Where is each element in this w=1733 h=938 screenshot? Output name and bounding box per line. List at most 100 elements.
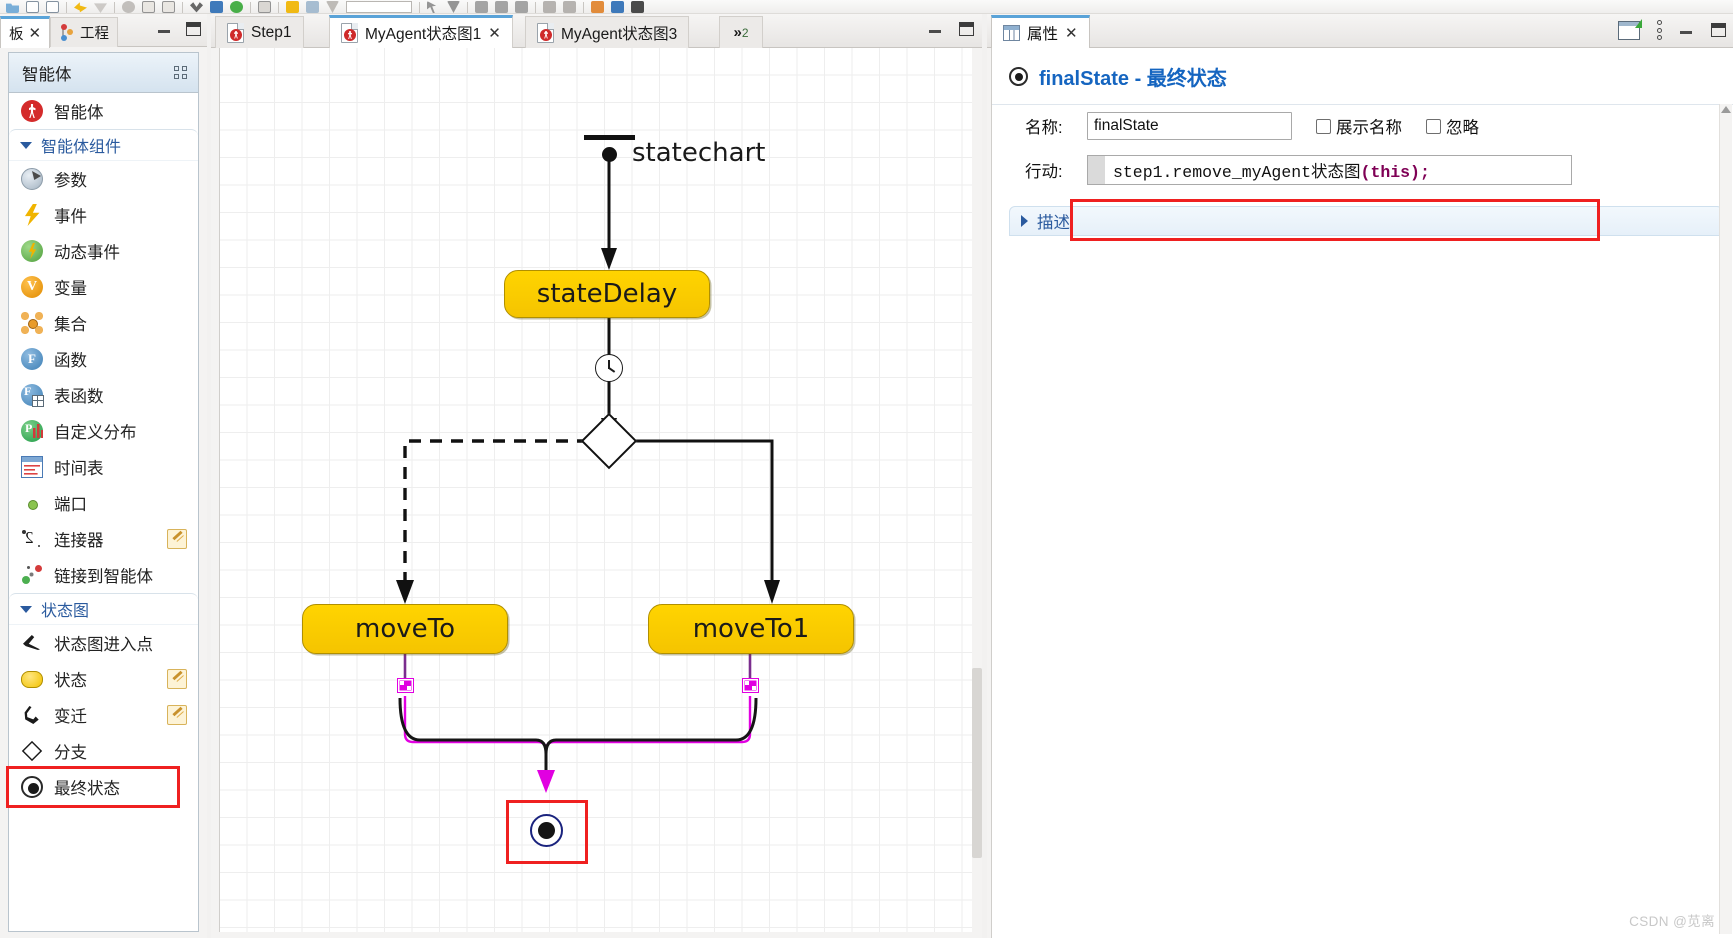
palette-item-custom-distribution[interactable]: 自定义分布 (9, 413, 198, 449)
close-icon[interactable]: ✕ (488, 24, 501, 42)
build-icon[interactable] (286, 1, 299, 13)
tab-palette[interactable]: 板 ✕ (0, 16, 51, 48)
palette-item-link-to-agent[interactable]: 链接到智能体 (9, 557, 198, 593)
link-icon[interactable] (122, 1, 135, 13)
maximize-icon[interactable] (186, 22, 201, 36)
checkbox-icon[interactable] (1426, 118, 1441, 134)
edit-pencil-icon[interactable] (167, 705, 187, 725)
edit-pencil-icon[interactable] (167, 669, 187, 689)
paste-icon[interactable] (162, 1, 175, 13)
state-node-statedelay[interactable]: stateDelay (504, 270, 710, 318)
zoom-input[interactable] (346, 1, 412, 13)
palette-item-port[interactable]: 端口 (9, 485, 198, 521)
palette-item-transition[interactable]: 变迁 (9, 697, 198, 733)
palette-item-parameter[interactable]: 参数 (9, 161, 198, 197)
image2-icon[interactable] (46, 1, 59, 13)
properties-vertical-scrollbar[interactable] (1719, 104, 1732, 934)
main-toolbar[interactable] (0, 0, 1733, 14)
ignore-checkbox[interactable]: 忽略 (1426, 114, 1479, 138)
collection-icon (21, 312, 43, 334)
align-grid-icon[interactable] (475, 1, 488, 13)
description-section[interactable]: 描述 (1009, 206, 1723, 236)
close-icon[interactable]: ✕ (28, 25, 42, 42)
marquee-icon[interactable] (447, 1, 460, 13)
stop-icon[interactable] (258, 1, 271, 13)
final-state-node[interactable] (530, 814, 563, 847)
statechart-entry-bar[interactable] (584, 135, 635, 140)
palette-item-schedule[interactable]: 时间表 (9, 449, 198, 485)
palette-item-event[interactable]: 事件 (9, 197, 198, 233)
palette-item-state[interactable]: 状态 (9, 661, 198, 697)
open-icon[interactable] (6, 3, 19, 13)
palette-item-branch[interactable]: 分支 (9, 733, 198, 769)
run-icon[interactable] (230, 1, 243, 13)
close-icon[interactable]: ✕ (1065, 24, 1078, 42)
tab-myagent-statechart3[interactable]: MyAgent状态图3 (525, 16, 690, 48)
select-icon[interactable] (326, 1, 339, 13)
palette-item-agent[interactable]: 智能体 (9, 93, 198, 129)
copy-icon[interactable] (142, 1, 155, 13)
palette-item-variable[interactable]: 变量 (9, 269, 198, 305)
maximize-icon[interactable] (1711, 23, 1726, 37)
minimize-icon[interactable] (1679, 24, 1694, 37)
tab-myagent-statechart1[interactable]: MyAgent状态图1 ✕ (329, 15, 513, 48)
action-code-input[interactable]: step1.remove_myAgent状态图(this); (1087, 155, 1572, 185)
edit-pencil-icon[interactable] (167, 529, 187, 549)
clock-icon[interactable] (595, 354, 623, 382)
distribute-icon[interactable] (543, 1, 556, 13)
open-in-new-window-icon[interactable] (1618, 18, 1642, 40)
port-icon[interactable] (742, 678, 759, 693)
palette-section-agent-components[interactable]: 智能体组件 (9, 129, 198, 161)
image-icon[interactable] (26, 1, 39, 13)
palette-item-connector[interactable]: 连接器 (9, 521, 198, 557)
chart-icon[interactable] (210, 1, 223, 13)
palette-item-function[interactable]: 函数 (9, 341, 198, 377)
name-input[interactable] (1087, 112, 1292, 140)
tab-step1[interactable]: Step1 (215, 16, 304, 48)
group-icon[interactable] (563, 1, 576, 13)
palette-item-label: 表函数 (54, 388, 104, 406)
view-menu-icon[interactable] (1657, 20, 1662, 40)
state-node-moveto1[interactable]: moveTo1 (648, 604, 854, 654)
tab-project[interactable]: 工程 (50, 17, 118, 47)
undo-icon[interactable] (74, 2, 87, 13)
statechart-canvas[interactable]: statechart stateDelay moveTo moveTo1 (219, 48, 976, 932)
align-left-icon[interactable] (495, 1, 508, 13)
align-right-icon[interactable] (515, 1, 528, 13)
connector-icon (21, 528, 43, 550)
port-icon[interactable] (397, 678, 414, 693)
palette-item-table-function[interactable]: 表函数 (9, 377, 198, 413)
palette-item-statechart-entry[interactable]: 状态图进入点 (9, 625, 198, 661)
minimize-icon[interactable] (157, 23, 172, 36)
palette-item-collection[interactable]: 集合 (9, 305, 198, 341)
statechart-entry-dot[interactable] (602, 147, 617, 162)
function-icon (21, 348, 43, 370)
branch-diamond-icon[interactable] (580, 412, 638, 470)
show-name-checkbox[interactable]: 展示名称 (1316, 114, 1402, 138)
palette-header[interactable]: 智能体 (9, 53, 198, 93)
divider (535, 1, 536, 13)
redo-icon[interactable] (94, 3, 107, 13)
state-node-moveto[interactable]: moveTo (302, 604, 508, 654)
palette-item-dynamic-event[interactable]: 动态事件 (9, 233, 198, 269)
palette-item-label: 端口 (54, 496, 87, 514)
minimize-icon[interactable] (928, 23, 943, 36)
palette-item-final-state[interactable]: 最终状态 (6, 766, 180, 808)
maximize-icon[interactable] (959, 22, 974, 36)
tab-properties[interactable]: 属性 ✕ (991, 15, 1090, 48)
color-icon[interactable] (591, 1, 604, 13)
divider (278, 1, 279, 13)
pointer-icon[interactable] (427, 1, 437, 13)
canvas-vertical-scrollbar[interactable] (972, 48, 982, 932)
presentation-icon[interactable] (631, 1, 644, 13)
scrollbar-thumb[interactable] (972, 668, 982, 858)
find-icon[interactable] (190, 2, 203, 13)
final-state-icon (21, 776, 43, 798)
info-icon[interactable] (611, 1, 624, 13)
scroll-up-icon[interactable] (1721, 106, 1731, 113)
zoom-icon[interactable] (306, 1, 319, 13)
editor-tab-overflow-button[interactable]: »2 (719, 16, 763, 48)
checkbox-icon[interactable] (1316, 118, 1331, 134)
palette-section-statechart[interactable]: 状态图 (9, 593, 198, 625)
grid-icon[interactable] (174, 66, 187, 79)
